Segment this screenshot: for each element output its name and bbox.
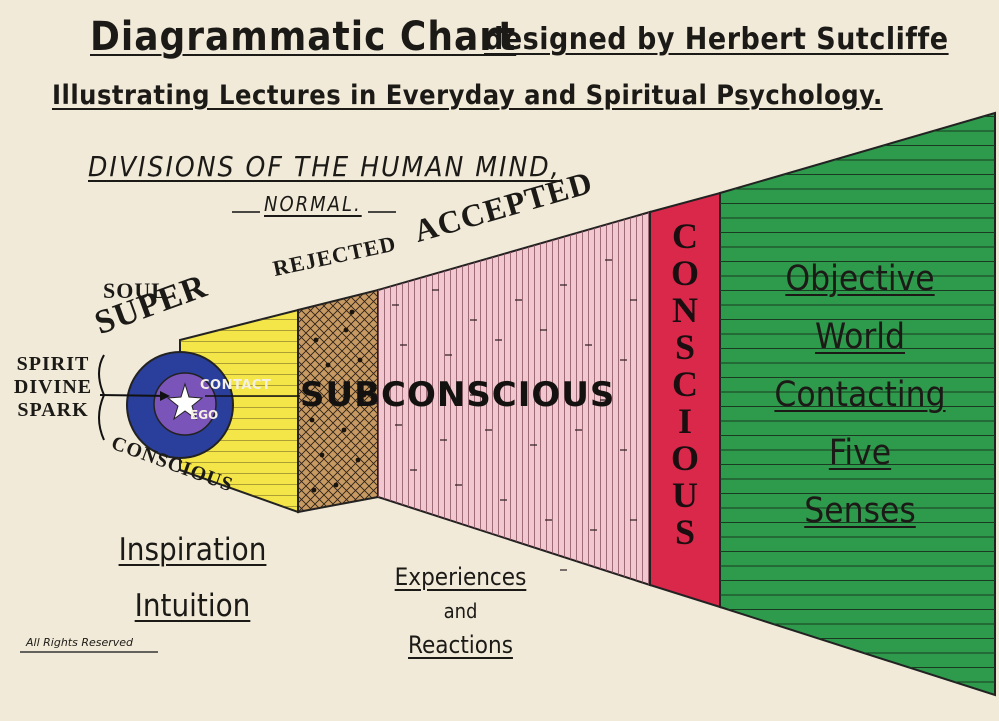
chart-subtitle: Illustrating Lectures in Everyday and Sp… bbox=[52, 80, 883, 111]
chart-title: Diagrammatic Chart bbox=[90, 14, 517, 60]
conscious-letter: S bbox=[674, 512, 696, 552]
contact-label: CONTACT bbox=[200, 378, 272, 393]
experiences-label: Experiences bbox=[394, 563, 527, 591]
world-line: World bbox=[814, 317, 906, 357]
rejected-dots bbox=[309, 309, 367, 493]
contacting-line: Contacting bbox=[774, 375, 946, 415]
conscious-letter: O bbox=[670, 438, 699, 478]
subconscious-label: SUBCONSCIOUS bbox=[300, 375, 616, 415]
conscious-letter: C bbox=[672, 216, 698, 256]
rights-reserved: All Rights Reserved bbox=[26, 636, 134, 649]
divine-label: DIVINE bbox=[13, 376, 93, 398]
spark-label: SPARK bbox=[17, 399, 89, 421]
conscious-letter: U bbox=[672, 475, 698, 515]
spirit-label: SPIRIT bbox=[16, 353, 90, 375]
five-line: Five bbox=[828, 433, 892, 473]
conscious-letter: O bbox=[670, 253, 699, 293]
inspiration-intuition: Inspiration Intuition bbox=[105, 522, 280, 634]
conscious-letter: I bbox=[677, 401, 692, 441]
intuition-label: Intuition bbox=[134, 588, 251, 624]
and-label: and bbox=[443, 599, 478, 623]
objective-line: Objective bbox=[785, 259, 935, 299]
conscious-letter: N bbox=[672, 290, 698, 330]
inspiration-label: Inspiration bbox=[118, 532, 267, 568]
objective-world-text: Objective World Contacting Five Senses bbox=[740, 250, 980, 540]
divisions-heading: DIVISIONS OF THE HUMAN MIND, bbox=[88, 150, 561, 183]
senses-line: Senses bbox=[804, 491, 916, 531]
spirit-divine-spark: SPIRIT DIVINE SPARK bbox=[10, 354, 96, 420]
spirit-arrow bbox=[99, 394, 169, 397]
conscious-letter: S bbox=[674, 327, 696, 367]
reactions-label: Reactions bbox=[408, 631, 513, 659]
soul-label: SOUL bbox=[103, 278, 167, 303]
normal-subheading: NORMAL. bbox=[264, 192, 362, 216]
divine-spark-star bbox=[166, 382, 204, 421]
experiences-reactions: Experiences and Reactions bbox=[378, 560, 543, 662]
spirit-bracket bbox=[98, 354, 106, 441]
ego-label: EGO bbox=[190, 408, 219, 422]
designed-by: designed by Herbert Sutcliffe bbox=[484, 22, 949, 57]
conscious-letter: C bbox=[672, 364, 698, 404]
accepted-marks bbox=[392, 259, 637, 571]
